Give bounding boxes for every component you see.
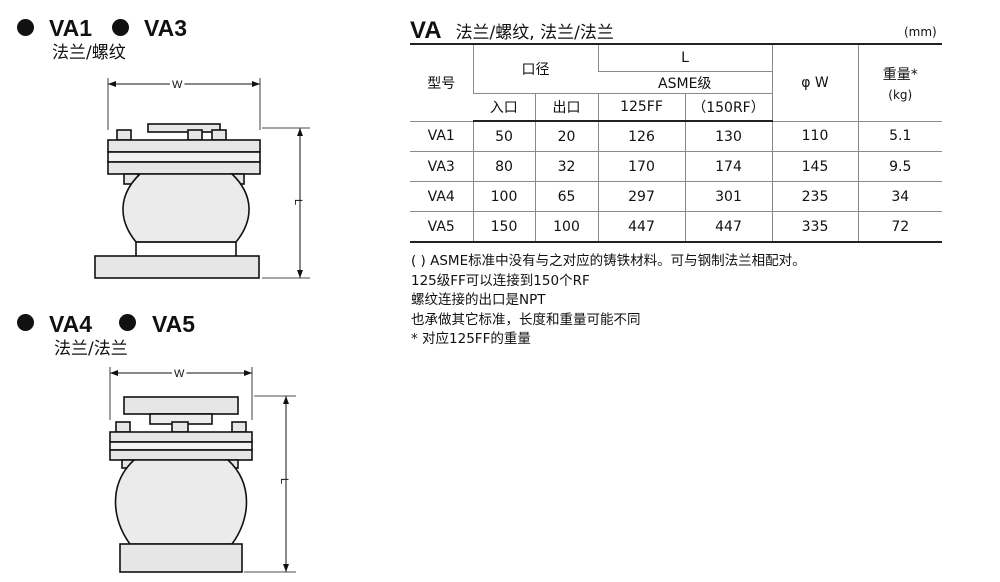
header-weight-label: 重量* [882, 66, 918, 83]
spec-table: 型号 口径 L φ W 重量* (kg) ASME级 入口 出口 125FF （… [410, 45, 942, 243]
cell-weight: 72 [857, 211, 942, 243]
cell-model: VA4 [410, 181, 473, 212]
series-subtitle: 法兰/螺纹, 法兰/法兰 [455, 23, 614, 43]
cell-125ff: 447 [597, 211, 685, 243]
header-outlet: 出口 [534, 93, 598, 122]
table-row: VA1 50 20 126 130 110 5.1 [410, 121, 942, 152]
cell-phiw: 145 [771, 151, 858, 182]
connection-type-label: 法兰/法兰 [54, 339, 128, 359]
note-line: * 对应125FF的重量 [411, 331, 531, 348]
header-phiw: φ W [771, 45, 858, 122]
cell-outlet: 20 [534, 121, 598, 152]
header-l: L [597, 45, 772, 72]
cell-weight: 5.1 [857, 121, 942, 152]
va4-va5-drawing: W L [109, 365, 296, 573]
model-label-va1: VA1 [49, 15, 93, 41]
cell-inlet: 100 [472, 181, 535, 212]
header-125ff: 125FF [597, 93, 685, 122]
cell-phiw: 235 [771, 181, 858, 212]
note-line: 螺纹连接的出口是NPT [411, 292, 546, 309]
cell-weight: 9.5 [857, 151, 942, 182]
va1-va3-drawing: W L [94, 76, 310, 279]
cell-inlet: 80 [472, 151, 535, 182]
table-row: VA5 150 100 447 447 335 72 [410, 211, 942, 243]
cell-150rf: 301 [684, 181, 772, 212]
header-weight-unit: (kg) [888, 87, 913, 102]
cell-outlet: 65 [534, 181, 598, 212]
dim-l-label: L [292, 199, 304, 205]
cell-model: VA5 [410, 211, 473, 243]
header-weight: 重量* (kg) [857, 45, 942, 122]
header-150rf: （150RF） [684, 93, 772, 122]
cell-phiw: 110 [771, 121, 858, 152]
cell-phiw: 335 [771, 211, 858, 243]
header-model: 型号 [410, 45, 473, 122]
note-line: 也承做其它标准，长度和重量可能不同 [411, 311, 641, 328]
note-line: 125级FF可以连接到150个RF [411, 272, 590, 289]
bullet-icon [17, 19, 34, 36]
model-label-va5: VA5 [152, 311, 196, 337]
table-row: VA4 100 65 297 301 235 34 [410, 181, 942, 212]
bullet-icon [119, 314, 136, 331]
notes-block: ( ) ASME标准中没有与之对应的铸铁材料。可与钢制法兰相配对。 125级FF… [411, 252, 806, 350]
cell-outlet: 32 [534, 151, 598, 182]
cell-model: VA3 [410, 151, 473, 182]
cell-outlet: 100 [534, 211, 598, 243]
bullet-icon [112, 19, 129, 36]
cell-125ff: 297 [597, 181, 685, 212]
table-title: VA 法兰/螺纹, 法兰/法兰 [410, 17, 614, 45]
cell-150rf: 447 [684, 211, 772, 243]
series-title: VA [410, 17, 442, 44]
note-line: ( ) ASME标准中没有与之对应的铸铁材料。可与钢制法兰相配对。 [411, 253, 806, 269]
cell-150rf: 174 [684, 151, 772, 182]
connection-type-label: 法兰/螺纹 [52, 43, 126, 63]
unit-label: (mm) [904, 25, 937, 39]
header-asme: ASME级 [598, 71, 772, 94]
cell-inlet: 150 [472, 211, 535, 243]
cell-150rf: 130 [684, 121, 772, 152]
dim-w-label: W [172, 79, 183, 91]
table-row: VA3 80 32 170 174 145 9.5 [410, 151, 942, 182]
header-inlet: 入口 [473, 93, 535, 122]
model-label-va3: VA3 [144, 15, 188, 41]
model-label-va4: VA4 [49, 311, 93, 337]
cell-125ff: 170 [597, 151, 685, 182]
cell-125ff: 126 [597, 121, 685, 152]
dim-l-label: L [278, 478, 290, 484]
cell-inlet: 50 [472, 121, 535, 152]
bullet-icon [17, 314, 34, 331]
header-bore: 口径 [472, 45, 598, 94]
cell-model: VA1 [410, 121, 473, 152]
cell-weight: 34 [857, 181, 942, 212]
dim-w-label: W [174, 368, 185, 380]
table-top-rule [410, 43, 942, 45]
